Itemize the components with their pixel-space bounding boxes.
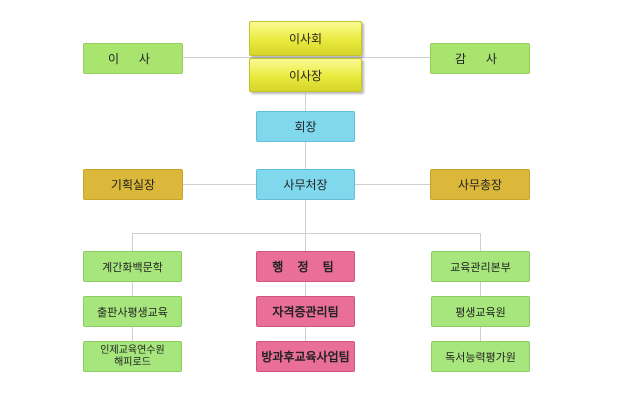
training-label-line1: 인제교육연수원 — [100, 344, 165, 356]
board-label: 이사회 — [288, 32, 323, 46]
cert-team-label: 자격증관리팀 — [272, 305, 339, 319]
cert-team-box: 자격증관리팀 — [256, 296, 355, 327]
chairman-label: 이사장 — [288, 68, 323, 83]
director-label: 이 사 — [108, 52, 158, 66]
planning-label: 기획실장 — [110, 178, 156, 192]
secretariat-label: 사무처장 — [283, 178, 328, 192]
afterschool-team-label: 방과후교육사업팀 — [261, 350, 350, 364]
afterschool-team-box: 방과후교육사업팀 — [256, 341, 355, 372]
training-label-line2: 해피로드 — [114, 356, 151, 368]
connector-board-horizontal — [183, 57, 431, 58]
admin-team-box: 행 정 팀 — [256, 251, 355, 282]
calligraphy-box: 계간화백문학 — [83, 251, 182, 282]
connector-center-column — [305, 233, 306, 341]
secretary-general-label: 사무총장 — [457, 178, 503, 192]
planning-box: 기획실장 — [83, 169, 183, 200]
lifelong-edu-box: 평생교육원 — [431, 296, 530, 327]
admin-team-label: 행 정 팀 — [272, 260, 339, 274]
connector-right-column — [480, 233, 481, 341]
chairman-box: 이사장 — [249, 58, 362, 92]
president-label: 회장 — [294, 120, 317, 134]
director-box: 이 사 — [83, 43, 183, 74]
lifelong-edu-label: 평생교육원 — [455, 305, 506, 319]
calligraphy-label: 계간화백문학 — [102, 260, 163, 274]
connector-left-column — [132, 233, 133, 341]
reading-eval-box: 독서능력평가원 — [431, 341, 530, 372]
secretariat-box: 사무처장 — [256, 169, 355, 200]
president-box: 회장 — [256, 111, 355, 142]
publishing-box: 출판사평생교육 — [83, 296, 182, 327]
board-box: 이사회 — [249, 21, 362, 56]
connector-main-vertical — [305, 94, 306, 234]
edu-hq-box: 교육관리본부 — [431, 251, 530, 282]
auditor-label: 감 사 — [455, 52, 505, 66]
edu-hq-label: 교육관리본부 — [450, 260, 511, 274]
secretary-general-box: 사무총장 — [430, 169, 530, 200]
auditor-box: 감 사 — [430, 43, 530, 74]
publishing-label: 출판사평생교육 — [97, 305, 168, 319]
reading-eval-label: 독서능력평가원 — [445, 350, 516, 364]
connector-branch-horizontal — [132, 233, 481, 234]
training-box: 인제교육연수원 해피로드 — [83, 341, 182, 372]
